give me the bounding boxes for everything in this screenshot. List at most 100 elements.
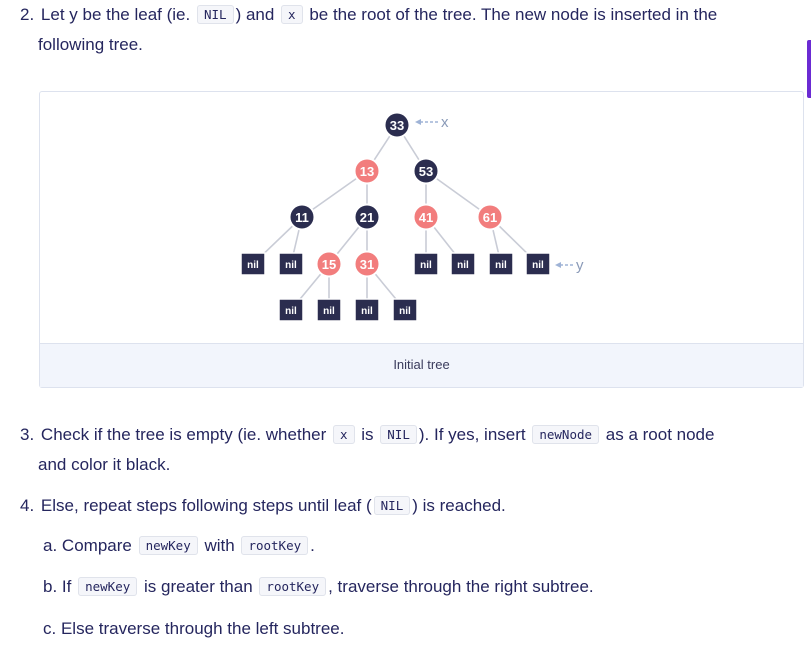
nil-box	[413, 252, 439, 276]
node-circle	[288, 203, 316, 231]
nil-label: nil	[323, 306, 335, 317]
node-circle	[353, 157, 381, 185]
step-number: 2.	[20, 5, 35, 24]
step-text: ) and	[235, 5, 275, 24]
code-nil: NIL	[380, 425, 417, 444]
side-tab-indicator[interactable]	[807, 40, 811, 98]
nil-label: nil	[495, 260, 507, 271]
substep-text: Else traverse through the left subtree.	[60, 619, 345, 638]
tree-nodes: 33 13 53 11 21 41 61 15 31 nil nil nil nil nil nil nil n…	[240, 111, 551, 322]
nil-box	[240, 252, 266, 276]
substep-c: c. Else traverse through the left subtre…	[43, 614, 344, 644]
substep-a: a. Compare newKey with rootKey.	[43, 531, 315, 561]
step-text: Else, repeat steps following steps until…	[40, 496, 372, 515]
step-number: 4.	[20, 496, 35, 515]
tree-node-21: 21	[353, 203, 381, 231]
tree-node-61: 61	[476, 203, 504, 231]
nil-leaf: nil	[488, 252, 514, 276]
node-label: 15	[322, 257, 336, 272]
step-number: 3.	[20, 425, 35, 444]
step-3-paragraph: 3. Check if the tree is empty (ie. wheth…	[20, 420, 790, 480]
tree-node-31: 31	[353, 250, 381, 278]
nil-label: nil	[361, 306, 373, 317]
tree-node-13: 13	[353, 157, 381, 185]
tree-figure: 33 13 53 11 21 41 61 15 31 nil nil nil nil nil nil nil n…	[39, 91, 804, 388]
tree-node-53: 53	[412, 157, 440, 185]
nil-box	[392, 298, 418, 322]
nil-box	[450, 252, 476, 276]
code-nil: NIL	[196, 5, 234, 24]
substep-text: , traverse through the right subtree.	[328, 577, 594, 596]
step-text: be the root of the tree. The new node is…	[309, 5, 718, 24]
node-label: 53	[419, 164, 433, 179]
code-nil: NIL	[373, 496, 411, 515]
figure-caption: Initial tree	[393, 357, 450, 372]
step-4-paragraph: 4. Else, repeat steps following steps un…	[20, 491, 506, 521]
node-label: 61	[483, 210, 497, 225]
nil-label: nil	[420, 260, 432, 271]
substep-text: .	[310, 536, 315, 555]
node-label: 31	[360, 257, 374, 272]
node-circle	[315, 250, 343, 278]
nil-label: nil	[247, 260, 259, 271]
node-circle	[383, 111, 411, 139]
nil-leaf: nil	[450, 252, 476, 276]
substep-label: c.	[43, 619, 57, 638]
code-newnode: newNode	[532, 425, 600, 444]
nil-box	[354, 298, 380, 322]
nil-label: nil	[285, 306, 297, 317]
nil-label: nil	[532, 260, 544, 271]
code-x: x	[333, 425, 355, 444]
nil-leaf: nil	[392, 298, 418, 322]
code-rootkey: rootKey	[259, 577, 327, 596]
node-circle	[353, 203, 381, 231]
nil-leaf: nil	[354, 298, 380, 322]
caption-area: Initial tree	[40, 343, 803, 387]
nil-label: nil	[285, 260, 297, 271]
nil-label: nil	[399, 306, 411, 317]
step-text: ) is reached.	[412, 496, 506, 515]
code-rootkey: rootKey	[241, 536, 309, 555]
pointer-x-label: x	[441, 114, 449, 131]
nil-box	[525, 252, 551, 276]
substep-text: Compare	[61, 536, 132, 555]
nil-leaf: nil	[525, 252, 551, 276]
tree-node-15: 15	[315, 250, 343, 278]
nil-leaf: nil	[278, 298, 304, 322]
node-label: 11	[295, 210, 309, 225]
node-circle	[476, 203, 504, 231]
step-text: Check if the tree is empty (ie. whether	[40, 425, 327, 444]
node-circle	[353, 250, 381, 278]
tree-node-41: 41	[412, 203, 440, 231]
node-circle	[412, 157, 440, 185]
step-text: Let y be the leaf (ie.	[40, 5, 191, 24]
code-newkey: newKey	[138, 536, 198, 555]
step-text: ). If yes, insert	[418, 425, 526, 444]
tree-node-33: 33	[383, 111, 411, 139]
node-label: 41	[419, 210, 433, 225]
nil-box	[278, 252, 304, 276]
code-x: x	[281, 5, 303, 24]
step-text: and color it black.	[38, 455, 171, 474]
step-2-paragraph: 2. Let y be the leaf (ie. NIL) and x be …	[20, 0, 790, 60]
red-black-tree-diagram: 33 13 53 11 21 41 61 15 31 nil nil nil nil nil nil nil n…	[240, 111, 584, 322]
substep-label: a.	[43, 536, 58, 555]
code-newkey: newKey	[78, 577, 138, 596]
node-circle	[412, 203, 440, 231]
step-text: following tree.	[38, 35, 143, 54]
arrow-left-icon	[415, 119, 421, 125]
node-label: 21	[360, 210, 374, 225]
substep-text: is greater than	[144, 577, 253, 596]
nil-leaf: nil	[413, 252, 439, 276]
substep-text: If	[61, 577, 72, 596]
node-label: 13	[360, 164, 374, 179]
pointer-y-label: y	[576, 257, 584, 274]
nil-box	[278, 298, 304, 322]
arrow-left-icon	[555, 262, 561, 268]
substep-label: b.	[43, 577, 58, 596]
nil-leaf: nil	[240, 252, 266, 276]
substep-b: b. If newKey is greater than rootKey, tr…	[43, 572, 594, 602]
step-text: as a root node	[605, 425, 715, 444]
step-text: is	[361, 425, 374, 444]
node-label: 33	[390, 118, 404, 133]
